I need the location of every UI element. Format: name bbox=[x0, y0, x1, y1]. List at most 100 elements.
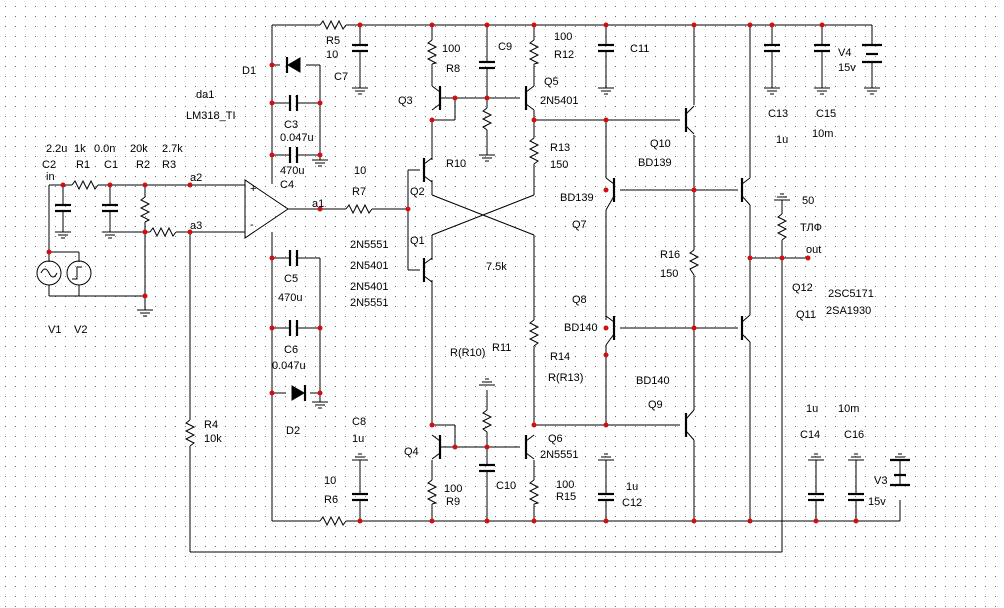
label-R1: R1 bbox=[76, 159, 90, 171]
label-D2: D2 bbox=[286, 425, 300, 437]
resistor-R13[interactable] bbox=[528, 137, 540, 165]
label-R1-val: 1k bbox=[74, 143, 86, 155]
transistor-Q10[interactable] bbox=[684, 105, 695, 135]
label-V3-val: 15v bbox=[868, 496, 886, 508]
resistor-R6[interactable] bbox=[319, 515, 347, 527]
label-R3-val: 2.7k bbox=[162, 143, 183, 155]
label-Q2: Q2 bbox=[410, 186, 425, 198]
label-Q9: Q9 bbox=[648, 399, 663, 411]
wires bbox=[48, 24, 901, 553]
label-C12: C12 bbox=[622, 497, 642, 509]
label-V4: V4 bbox=[838, 47, 851, 59]
capacitor-C7[interactable] bbox=[352, 43, 368, 53]
label-out: out bbox=[806, 244, 821, 256]
label-R8-val: 100 bbox=[442, 43, 460, 55]
label-C7: C7 bbox=[334, 71, 348, 83]
label-C5: C5 bbox=[284, 273, 298, 285]
ac-source-V1[interactable] bbox=[36, 260, 62, 286]
label-Q5: Q5 bbox=[544, 76, 559, 88]
label-C1-val: 0.0n bbox=[94, 143, 115, 155]
opamp-da1[interactable]: + - bbox=[244, 179, 289, 239]
resistor-R11[interactable] bbox=[528, 319, 540, 347]
resistor-R5[interactable] bbox=[319, 19, 347, 31]
transistor-Q2[interactable] bbox=[422, 157, 433, 183]
label-Q12-type: 2SC5171 bbox=[828, 288, 874, 300]
capacitor-C2[interactable] bbox=[55, 203, 71, 213]
resistor-R14[interactable] bbox=[481, 409, 493, 433]
label-R8: R8 bbox=[446, 63, 460, 75]
label-C4-val: 470u bbox=[280, 165, 304, 177]
label-Q8-type: BD140 bbox=[564, 322, 598, 334]
resistor-R8[interactable] bbox=[426, 39, 438, 65]
label-C11: C11 bbox=[630, 43, 649, 55]
transistor-Q9[interactable] bbox=[684, 409, 695, 441]
label-C15: C15 bbox=[816, 108, 836, 120]
capacitor-C11[interactable] bbox=[598, 43, 614, 53]
resistor-R1[interactable] bbox=[71, 179, 99, 191]
transistor-Q3[interactable] bbox=[431, 85, 442, 111]
label-C13: C13 bbox=[768, 108, 788, 120]
capacitor-C1[interactable] bbox=[102, 203, 118, 213]
battery-V4[interactable] bbox=[862, 43, 882, 64]
capacitor-C3[interactable] bbox=[288, 95, 299, 111]
resistor-R16[interactable] bbox=[688, 249, 700, 276]
label-q-type-3: 2N5401 bbox=[350, 281, 389, 293]
label-Q1: Q1 bbox=[410, 235, 425, 247]
resistor-R9[interactable] bbox=[426, 479, 438, 505]
diode-D1[interactable] bbox=[285, 57, 301, 73]
capacitor-C6[interactable] bbox=[288, 320, 299, 336]
capacitor-C12[interactable] bbox=[598, 492, 614, 502]
label-R9: R9 bbox=[446, 496, 460, 508]
resistor-R10[interactable] bbox=[481, 107, 493, 131]
resistor-R3[interactable] bbox=[149, 226, 177, 238]
resistor-R2[interactable] bbox=[139, 196, 151, 223]
label-Q12: Q12 bbox=[792, 282, 813, 294]
label-C16: C16 bbox=[844, 429, 864, 441]
label-q-type-4: 2N5551 bbox=[350, 297, 389, 309]
resistor-load[interactable] bbox=[776, 213, 788, 241]
resistor-R7[interactable] bbox=[345, 203, 373, 215]
resistor-R12[interactable] bbox=[528, 39, 540, 65]
capacitor-C8[interactable] bbox=[352, 492, 368, 502]
resistor-R4[interactable] bbox=[184, 419, 196, 447]
label-C5-val: 470u bbox=[278, 292, 302, 304]
label-R4-val: 10k bbox=[204, 433, 222, 445]
label-lm318: LM318_TI bbox=[186, 110, 236, 122]
label-R16: R16 bbox=[660, 249, 680, 261]
transistor-Q7[interactable] bbox=[605, 177, 616, 211]
label-C10: C10 bbox=[496, 480, 516, 492]
capacitor-C5[interactable] bbox=[288, 250, 299, 266]
capacitor-C10[interactable] bbox=[479, 463, 495, 473]
capacitor-C9[interactable] bbox=[479, 60, 495, 70]
capacitor-C16[interactable] bbox=[848, 492, 864, 502]
label-R7: R7 bbox=[352, 186, 366, 198]
capacitor-C15[interactable] bbox=[814, 43, 830, 53]
label-C6: C6 bbox=[284, 344, 298, 356]
transistor-Q6[interactable] bbox=[524, 434, 535, 460]
capacitor-C13[interactable] bbox=[764, 43, 780, 53]
transistor-Q5[interactable] bbox=[524, 85, 535, 111]
label-C3-val: 0.047u bbox=[280, 132, 314, 144]
transistor-Q12[interactable] bbox=[740, 177, 751, 206]
label-C3: C3 bbox=[284, 119, 298, 131]
capacitor-C4[interactable] bbox=[288, 147, 299, 163]
pulse-source-V2[interactable] bbox=[66, 260, 92, 286]
label-R13: R13 bbox=[550, 142, 570, 154]
label-R11: R11 bbox=[492, 342, 511, 354]
transistor-Q11[interactable] bbox=[740, 314, 751, 343]
label-C2: C2 bbox=[42, 159, 56, 171]
diode-D2[interactable] bbox=[291, 385, 307, 401]
label-V4-val: 15v bbox=[838, 62, 856, 74]
capacitor-C14[interactable] bbox=[808, 492, 824, 502]
label-C6-val: 0.047u bbox=[272, 360, 306, 372]
label-R12-val: 100 bbox=[554, 31, 572, 43]
transistor-Q4[interactable] bbox=[431, 434, 442, 460]
transistor-Q1[interactable] bbox=[422, 257, 433, 283]
label-Q4: Q4 bbox=[404, 446, 419, 458]
resistor-R15[interactable] bbox=[528, 479, 540, 505]
grid-dots bbox=[5, 6, 996, 607]
label-R10: R10 bbox=[446, 158, 466, 170]
transistor-Q8[interactable] bbox=[605, 315, 616, 346]
label-R6: R6 bbox=[324, 494, 338, 506]
